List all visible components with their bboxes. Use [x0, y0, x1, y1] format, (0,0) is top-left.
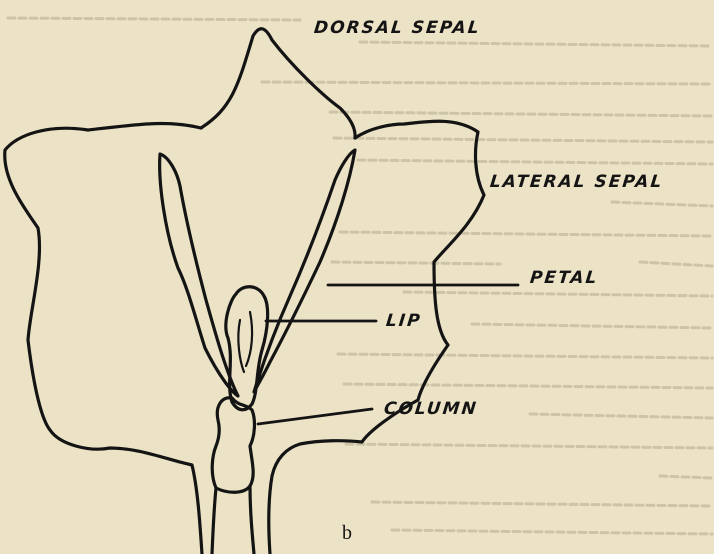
background-text-lines	[8, 18, 712, 534]
lip-label: LIP	[385, 311, 423, 331]
column-label: COLUMN	[383, 399, 479, 419]
right-lateral-sepal-outline	[269, 121, 484, 554]
left-petal	[160, 154, 238, 396]
lateral-sepal-label: LATERAL SEPAL	[489, 172, 664, 192]
figure-caption: b	[342, 522, 352, 545]
left-lateral-sepal-outline	[5, 124, 202, 554]
lip-inner-mark	[238, 312, 252, 372]
right-petal	[254, 150, 355, 392]
column	[212, 398, 254, 493]
column-leader-line	[258, 409, 372, 424]
petal-label: PETAL	[529, 268, 599, 288]
stem	[212, 486, 254, 554]
dorsal-sepal-label: DORSAL SEPAL	[313, 18, 482, 38]
